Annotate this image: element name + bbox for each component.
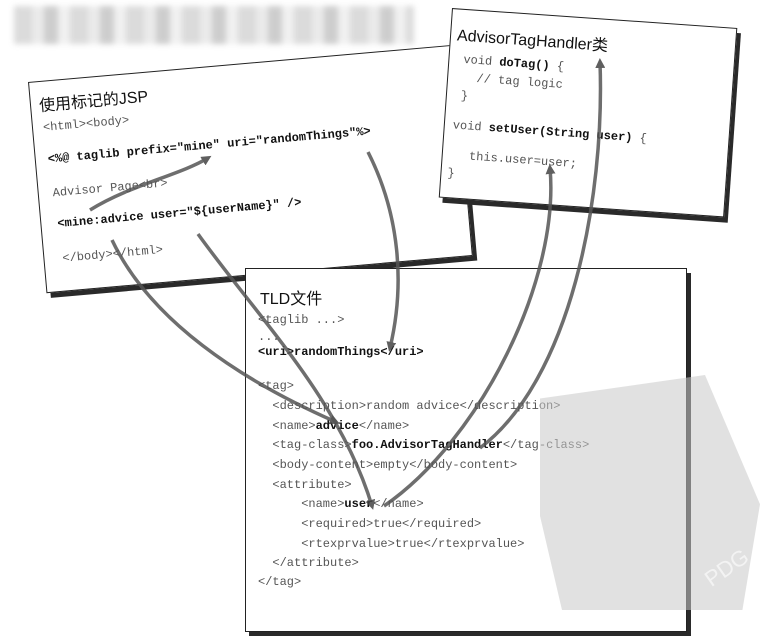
tld-line-description: <description>random advice</description> (258, 399, 561, 413)
tld-line-rtexprvalue: <rtexprvalue>true</rtexprvalue> (258, 537, 525, 551)
tld-line-required: <required>true</required> (258, 517, 482, 531)
tld-line-body-content: <body-content>empty</body-content> (258, 458, 518, 472)
tld-card-title: TLD文件 (260, 291, 323, 308)
tld-line-taglib: <taglib ...> (258, 313, 345, 327)
tld-line-attribute-close: </attribute> (258, 556, 359, 570)
arrow-uri-to-tld-uri (366, 151, 400, 352)
arrow-user-to-tld-user (196, 232, 376, 510)
arrow-prefix-to-mine (89, 155, 212, 212)
tld-line-tag-close: </tag> (258, 575, 302, 589)
tld-line-attribute-open: <attribute> (258, 478, 352, 492)
tld-line-uri: <uri>randomThings</uri> (258, 345, 424, 359)
tld-line-name-advice: <name>advice</name> (258, 419, 410, 433)
blurred-header-strip (14, 6, 414, 44)
arrow-tagclass-to-handler-class (478, 58, 606, 450)
arrow-user-to-setuser (383, 164, 556, 508)
arrow-advice-to-tld-name (110, 239, 340, 425)
